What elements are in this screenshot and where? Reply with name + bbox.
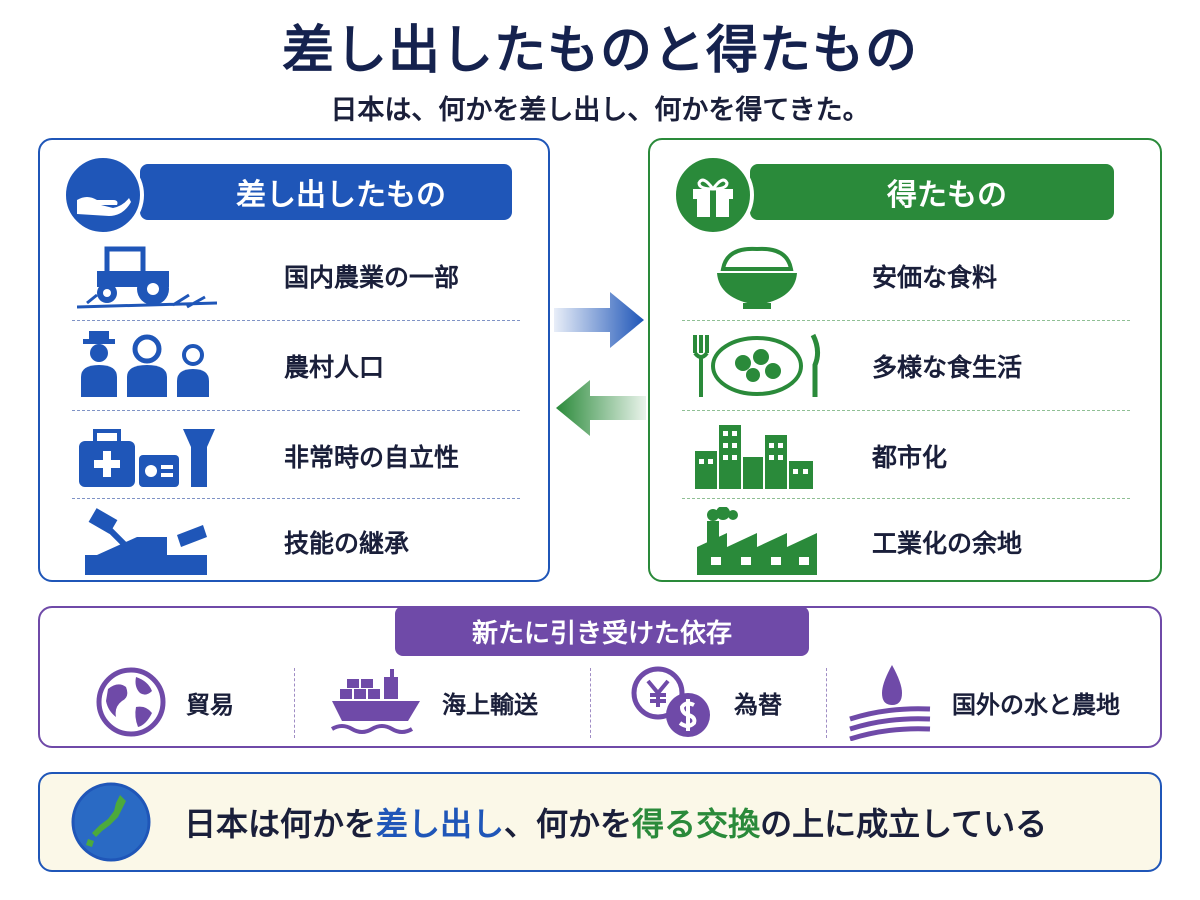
gained-item-label: 安価な食料 — [872, 263, 998, 292]
conclusion-banner: 日本は何かを差し出し、何かを得る交換の上に成立している — [38, 772, 1162, 872]
dependency-label: 貿易 — [186, 690, 234, 719]
given-item-population: 農村人口 — [72, 322, 520, 410]
page-subtitle: 日本は、何かを差し出し、何かを得てきた。 — [330, 95, 870, 126]
conclusion-part: 日本は何かを — [184, 805, 377, 843]
divider — [682, 410, 1130, 411]
dependency-water-land: 国外の水と農地 — [848, 660, 1120, 744]
given-item-label: 農村人口 — [284, 353, 385, 382]
conclusion-part: 、何かを — [504, 805, 633, 843]
plate-cutlery-icon — [682, 328, 832, 404]
given-heading-text: 差し出したもの — [236, 178, 446, 213]
dependencies-heading: 新たに引き受けた依存 — [395, 606, 809, 656]
divider — [72, 410, 520, 411]
factory-icon — [682, 504, 832, 580]
giving-hand-icon — [62, 154, 144, 236]
tractor-icon — [72, 238, 222, 314]
gained-heading-text: 得たもの — [887, 178, 1007, 213]
gift-icon — [672, 154, 754, 236]
given-item-skills: 技能の継承 — [72, 498, 520, 586]
cargo-ship-icon — [330, 669, 420, 734]
arrow-left-icon — [556, 380, 646, 436]
rice-bowl-icon — [682, 238, 832, 314]
dependency-label: 海上輸送 — [442, 690, 538, 719]
dependency-shipping: 海上輸送 — [330, 660, 538, 744]
gained-heading: 得たもの — [750, 164, 1114, 220]
gained-item-label: 都市化 — [872, 443, 948, 472]
divider — [682, 498, 1130, 499]
arrow-right-icon — [554, 292, 644, 348]
given-heading: 差し出したもの — [140, 164, 512, 220]
divider — [72, 498, 520, 499]
dependency-label: 為替 — [734, 690, 782, 719]
city-buildings-icon — [682, 418, 832, 494]
emergency-kit-icon — [72, 418, 222, 494]
gained-item-industrialization: 工業化の余地 — [682, 498, 1130, 586]
dependencies-panel: 新たに引き受けた依存 貿易 海上輸送 為替 — [38, 606, 1162, 748]
dependency-trade: 貿易 — [96, 660, 234, 744]
given-item-self-reliance: 非常時の自立性 — [72, 412, 520, 500]
divider — [682, 320, 1130, 321]
divider — [590, 668, 591, 738]
conclusion-highlight-give: 差し出し — [376, 805, 505, 843]
gained-item-diverse-diet: 多様な食生活 — [682, 322, 1130, 410]
given-item-label: 技能の継承 — [284, 529, 410, 558]
conclusion-highlight-exchange: 交換 — [696, 805, 761, 843]
people-icon — [72, 328, 222, 404]
currency-exchange-icon — [631, 666, 710, 737]
gained-item-urbanization: 都市化 — [682, 412, 1130, 500]
divider — [826, 668, 827, 738]
gained-item-label: 多様な食生活 — [872, 353, 1023, 382]
divider — [72, 320, 520, 321]
gained-item-cheap-food: 安価な食料 — [682, 232, 1130, 320]
page-title: 差し出したものと得たもの — [281, 21, 918, 81]
conclusion-part: の上に成立している — [760, 805, 1048, 843]
given-item-label: 国内農業の一部 — [284, 263, 460, 292]
woodworking-plane-icon — [72, 504, 222, 580]
gained-item-label: 工業化の余地 — [872, 529, 1023, 558]
conclusion-highlight-get: 得る — [632, 805, 697, 843]
given-item-agriculture: 国内農業の一部 — [72, 232, 520, 320]
gained-panel: 得たもの 安価な食料 — [648, 138, 1162, 582]
conclusion-text: 日本は何かを差し出し、何かを得る交換の上に成立している — [184, 799, 1047, 845]
given-item-label: 非常時の自立性 — [284, 443, 460, 472]
dependency-label: 国外の水と農地 — [952, 690, 1120, 719]
divider — [294, 668, 295, 738]
japan-globe-icon — [71, 782, 151, 862]
water-drop-field-icon — [849, 665, 931, 741]
globe-icon — [96, 667, 166, 737]
dependency-exchange: 為替 — [630, 660, 782, 744]
given-panel: 差し出したもの 国内農業の一部 — [38, 138, 550, 582]
